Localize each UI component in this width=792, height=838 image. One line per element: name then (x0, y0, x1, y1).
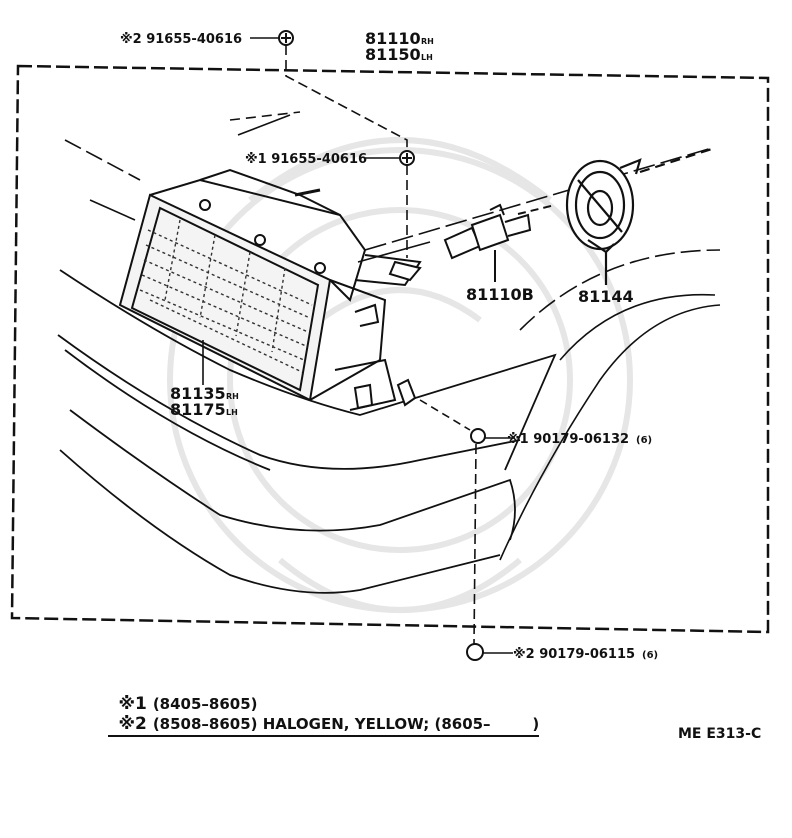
nut-upper (470, 428, 486, 444)
footnote-2: ※2 (8508–8605) HALOGEN, YELLOW; (8605– ) (108, 696, 540, 737)
label-top-clip: ※2 91655-40616 (120, 32, 242, 47)
nut-lower (466, 643, 484, 661)
diagram-code: ME E313-C (678, 726, 762, 742)
bumper-contour (57, 269, 557, 594)
label-nut2: ※2 90179-06115 (513, 647, 635, 662)
label-nut1: ※1 90179-06132 (507, 432, 629, 447)
body-reference-lines (64, 111, 721, 561)
label-bulb: 81110B (466, 285, 534, 304)
bulb-socket (565, 146, 716, 285)
label-inner-clip: ※1 91655-40616 (245, 152, 367, 167)
label-grille-rh: 81135 (170, 384, 226, 403)
label-assembly-rh: 81110 (365, 29, 421, 48)
footnote-2-text: (8508–8605) HALOGEN, YELLOW; (8605– ) (152, 715, 540, 733)
footnote-1-mark: ※1 (118, 694, 147, 714)
assembly-boundary-frame (10, 64, 770, 634)
label-assembly-lh: 81150 (365, 45, 421, 64)
label-assembly-lh-suffix: LH (421, 53, 433, 62)
label-nut2-qty: (6) (642, 650, 658, 661)
label-grille-lh: 81175 (170, 400, 226, 419)
watermark-emblem (167, 137, 633, 613)
halogen-bulb (443, 203, 556, 282)
label-grille-rh-suffix: RH (226, 392, 239, 401)
label-grille-lh-suffix: LH (226, 408, 238, 417)
lens-mesh-pattern (139, 219, 313, 373)
footnote-2-mark: ※2 (118, 714, 147, 734)
label-assembly-rh-suffix: RH (421, 37, 434, 46)
label-socket: 81144 (578, 287, 634, 306)
leader-lines (202, 37, 515, 654)
label-nut1-qty: (6) (636, 435, 652, 446)
footnote-1-text: (8405–8605) (152, 695, 258, 713)
footnote-1: ※1 (8405–8605) (108, 676, 258, 714)
